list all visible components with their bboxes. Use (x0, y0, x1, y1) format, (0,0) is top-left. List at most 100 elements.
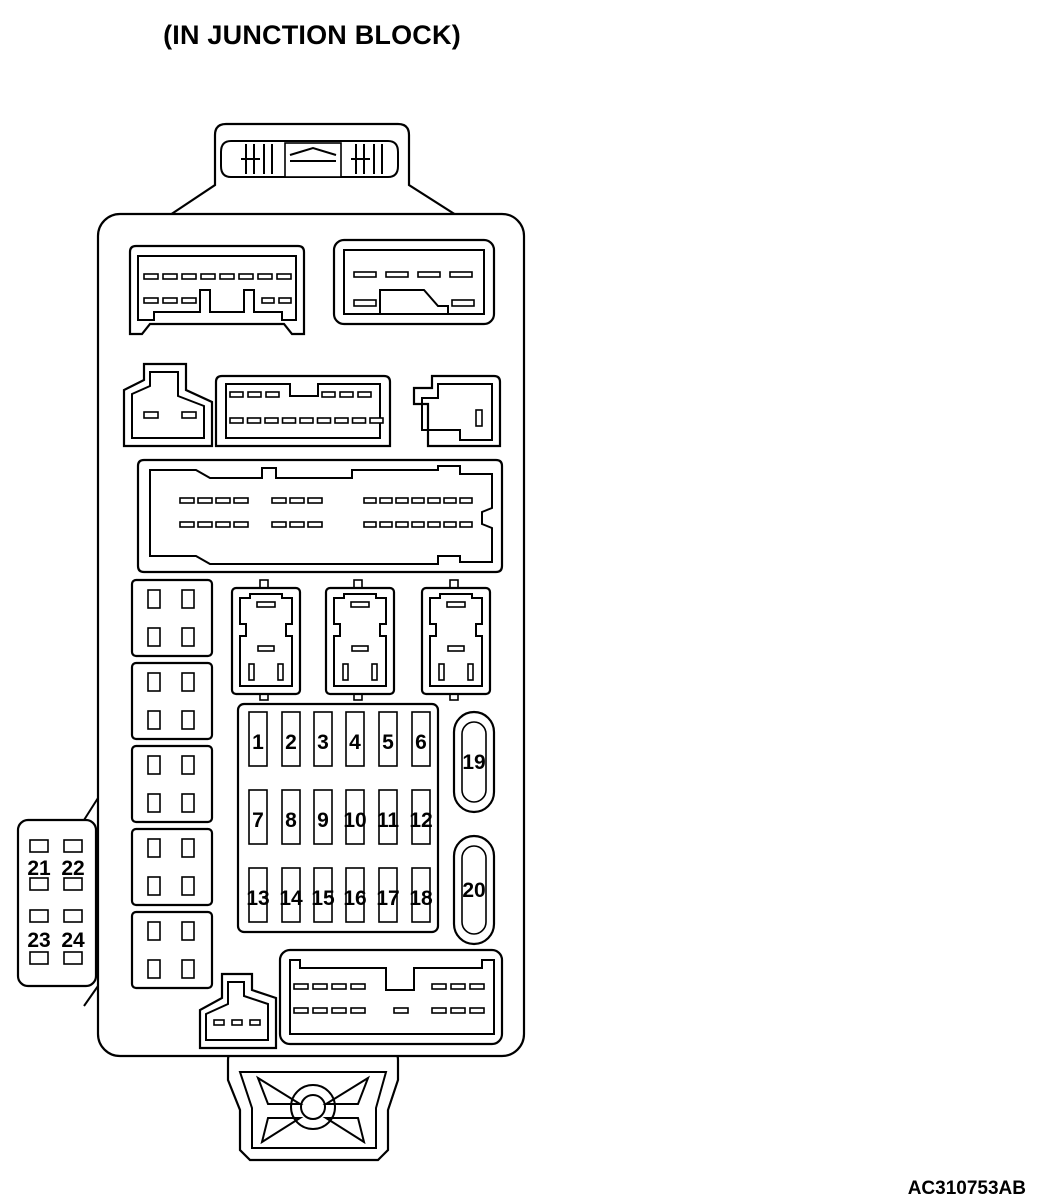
socket-terminal (181, 876, 195, 896)
relay-terminal (438, 663, 445, 681)
fuse-number: 18 (409, 887, 433, 910)
fuse-1: 1 (248, 711, 268, 767)
relay (230, 579, 302, 701)
terminal-slot (181, 273, 197, 280)
relay-socket-column (130, 578, 214, 990)
fuse-slot (281, 867, 301, 923)
terminal-slot (179, 497, 195, 504)
terminal-slot (233, 497, 249, 504)
terminal-slot (278, 297, 292, 304)
drawing-code: AC310753AB (907, 1178, 1026, 1199)
fuse-16: 16 (343, 867, 367, 923)
fuse-slot (345, 789, 365, 845)
terminal-slot (276, 273, 292, 280)
terminal-slot (289, 521, 305, 528)
fuse-number: 17 (376, 887, 399, 910)
terminal-slot (289, 497, 305, 504)
terminal-slot (469, 983, 485, 990)
relay (420, 579, 492, 701)
fuse-23: 23 (27, 929, 50, 952)
fuse-slot (411, 867, 431, 923)
terminal-slot (321, 391, 336, 398)
terminal-slot (293, 983, 309, 990)
fuse-slot (313, 789, 333, 845)
terminal-slot (238, 273, 254, 280)
terminal-slot (143, 273, 159, 280)
fuse-slot (411, 711, 431, 767)
fuse-number: 13 (246, 887, 269, 910)
fuse-5: 5 (378, 711, 398, 767)
fuse-slot (248, 789, 268, 845)
fuse-slot (313, 867, 333, 923)
fuse-number: 2 (285, 731, 297, 754)
socket-terminal (181, 793, 195, 813)
terminal-slot (331, 1007, 347, 1014)
fuse-number: 6 (415, 731, 427, 754)
fuse-4: 4 (345, 711, 365, 767)
relay-terminal (351, 645, 369, 652)
fuse-slot (345, 867, 365, 923)
terminal-slot (197, 521, 213, 528)
socket-terminal (147, 627, 161, 647)
fuse-number: 10 (343, 809, 366, 832)
terminal-slot (363, 497, 377, 504)
fuse-2: 2 (281, 711, 301, 767)
terminal-slot (331, 983, 347, 990)
terminal-slot (459, 497, 473, 504)
fuse-slot (378, 711, 398, 767)
relay-terminal (257, 645, 275, 652)
top-latch (166, 122, 460, 217)
fuse-number: 14 (279, 887, 303, 910)
socket-terminal (147, 921, 161, 941)
relay-terminal (350, 601, 370, 608)
socket-terminal (147, 589, 161, 609)
terminal-slot (417, 271, 441, 278)
terminal-slot (179, 521, 195, 528)
relay-terminal (446, 601, 466, 608)
terminal-slot (219, 273, 235, 280)
fuse-22: 22 (61, 857, 84, 880)
socket-terminal (181, 921, 195, 941)
terminal-slot (197, 497, 213, 504)
terminal-slot (261, 297, 275, 304)
terminal-slot (427, 497, 441, 504)
terminal-slot (265, 391, 280, 398)
terminal-slot (229, 391, 244, 398)
terminal-slot (443, 497, 457, 504)
fuse-14: 14 (279, 867, 303, 923)
terminal-slot (450, 1007, 466, 1014)
socket-terminal (181, 755, 195, 775)
terminal-slot (339, 391, 354, 398)
terminal-slot (246, 417, 262, 424)
terminal-slot (229, 417, 244, 424)
fuse-number: 5 (382, 731, 394, 754)
fuse-number: 20 (462, 879, 485, 902)
terminal-slot (363, 521, 377, 528)
relay-terminal (248, 663, 255, 681)
fuse-slot (281, 789, 301, 845)
diagram-title: (IN JUNCTION BLOCK) (163, 20, 461, 50)
terminal-slot (357, 391, 372, 398)
fuse-9: 9 (313, 789, 333, 845)
connector-large (136, 458, 504, 574)
terminal-slot (162, 273, 178, 280)
socket-terminal (147, 710, 161, 730)
socket-terminal (147, 876, 161, 896)
terminal-slot (427, 521, 441, 528)
terminal-slot (307, 521, 323, 528)
side-bracket (83, 797, 99, 1007)
fuse-number: 9 (317, 809, 329, 832)
terminal-slot (257, 273, 273, 280)
terminal-slot (459, 521, 473, 528)
terminal-slot (316, 417, 332, 424)
fuse-7: 7 (248, 789, 268, 845)
terminal-slot (233, 521, 249, 528)
terminal-slot (281, 417, 297, 424)
fuse-3: 3 (313, 711, 333, 767)
terminal-slot (299, 417, 314, 424)
fuse-13: 13 (246, 867, 270, 923)
fuse-number: 1 (252, 731, 264, 754)
